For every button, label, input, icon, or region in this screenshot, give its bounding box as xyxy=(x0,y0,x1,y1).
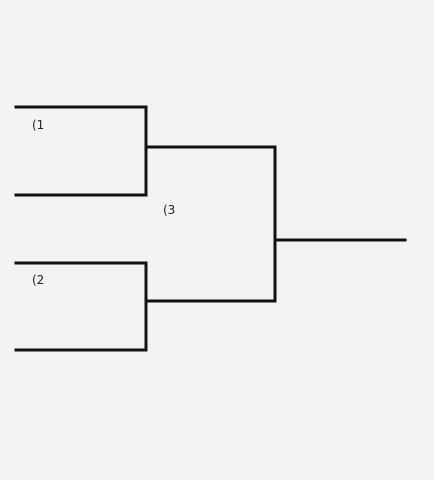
game-2-bracket: (2 xyxy=(14,261,148,352)
game-1-bracket: (1 xyxy=(14,105,148,197)
game-3-label: (3 xyxy=(163,203,175,217)
game-1-label: (1 xyxy=(32,118,44,132)
game-3-bracket: (3 xyxy=(144,145,277,303)
game-2-label: (2 xyxy=(32,273,44,287)
